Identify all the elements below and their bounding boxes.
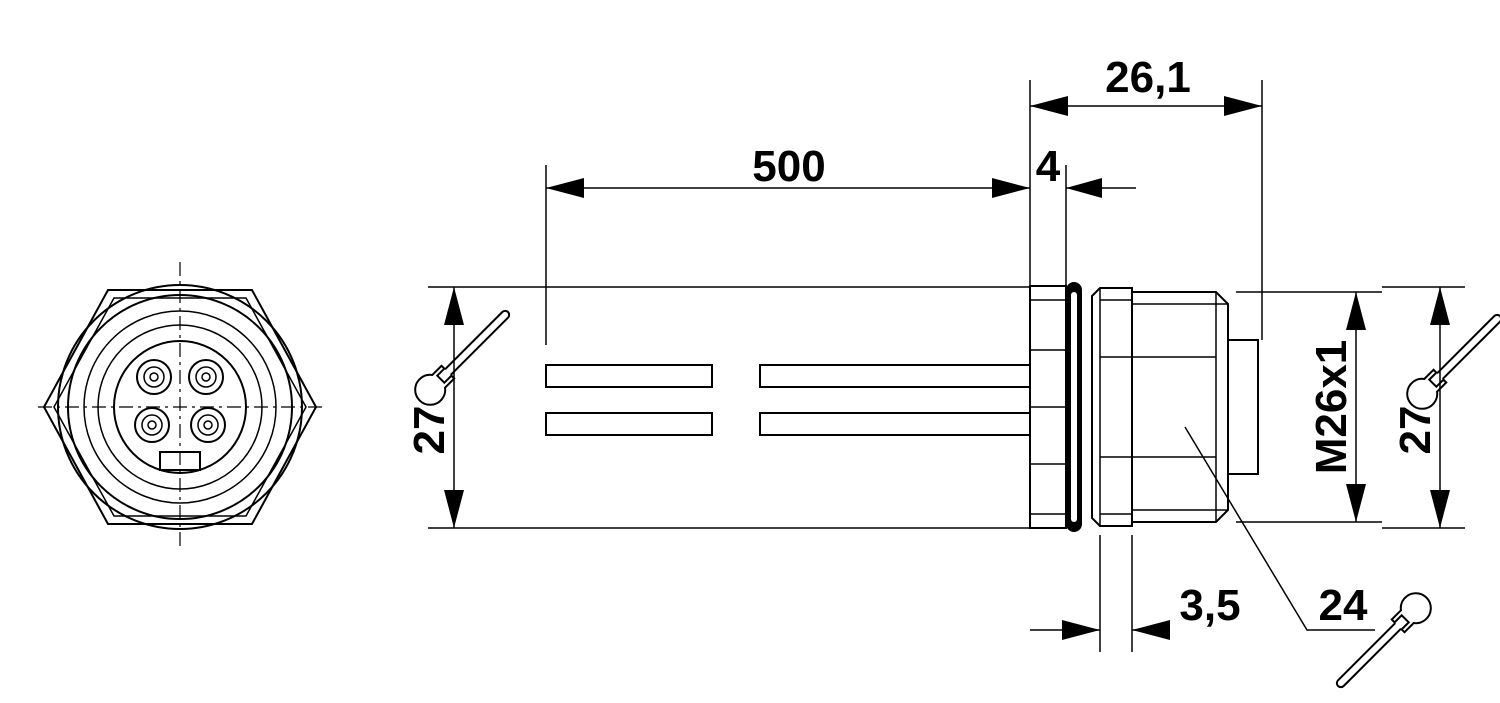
dimension-overall-length: 26,1 xyxy=(1030,53,1263,340)
dimension-nut-thickness: 4 xyxy=(1029,80,1136,286)
nut-thickness-label: 4 xyxy=(1036,142,1061,191)
wrench-icon xyxy=(1406,313,1500,410)
dimension-thread: M26x1 xyxy=(1236,291,1382,523)
flange-thickness-label: 3,5 xyxy=(1179,581,1240,630)
flange xyxy=(1091,287,1133,527)
side-view xyxy=(428,282,1259,532)
hex-nut-chamfer xyxy=(53,297,307,517)
overall-length-label: 26,1 xyxy=(1105,53,1191,102)
ring-3 xyxy=(83,310,277,504)
front-view xyxy=(38,262,326,548)
ring-2 xyxy=(67,294,293,520)
wrench-icon xyxy=(414,309,511,406)
contact-pin xyxy=(188,359,224,395)
height-left-label: 27 xyxy=(405,406,454,455)
contact-insert xyxy=(1227,339,1259,475)
dimension-cable-length: 500 xyxy=(545,142,1030,345)
wrench-icon xyxy=(1335,592,1432,689)
coding-key xyxy=(159,451,201,471)
hex-nut-outline xyxy=(42,289,318,525)
thread-label: M26x1 xyxy=(1307,340,1356,475)
wrench-size-label: 24 xyxy=(1319,581,1368,630)
insert-face xyxy=(113,340,247,474)
wire xyxy=(545,364,713,388)
wire xyxy=(545,412,713,436)
housing-body xyxy=(1131,291,1229,523)
ring-4 xyxy=(97,324,263,490)
outer-ring xyxy=(57,284,303,530)
wire xyxy=(759,412,1030,436)
dimension-height-left: 27 xyxy=(405,287,464,528)
height-right-label: 27 xyxy=(1391,406,1440,455)
wrench-size-leader: 24 xyxy=(1184,426,1375,631)
dimension-height-right: 27 xyxy=(1382,286,1465,529)
contact-pin xyxy=(136,359,172,395)
wire xyxy=(759,364,1030,388)
dimension-flange-thickness: 3,5 xyxy=(1030,535,1241,652)
contact-pin xyxy=(134,407,170,443)
contact-pin xyxy=(190,407,226,443)
cable-length-label: 500 xyxy=(752,142,825,191)
